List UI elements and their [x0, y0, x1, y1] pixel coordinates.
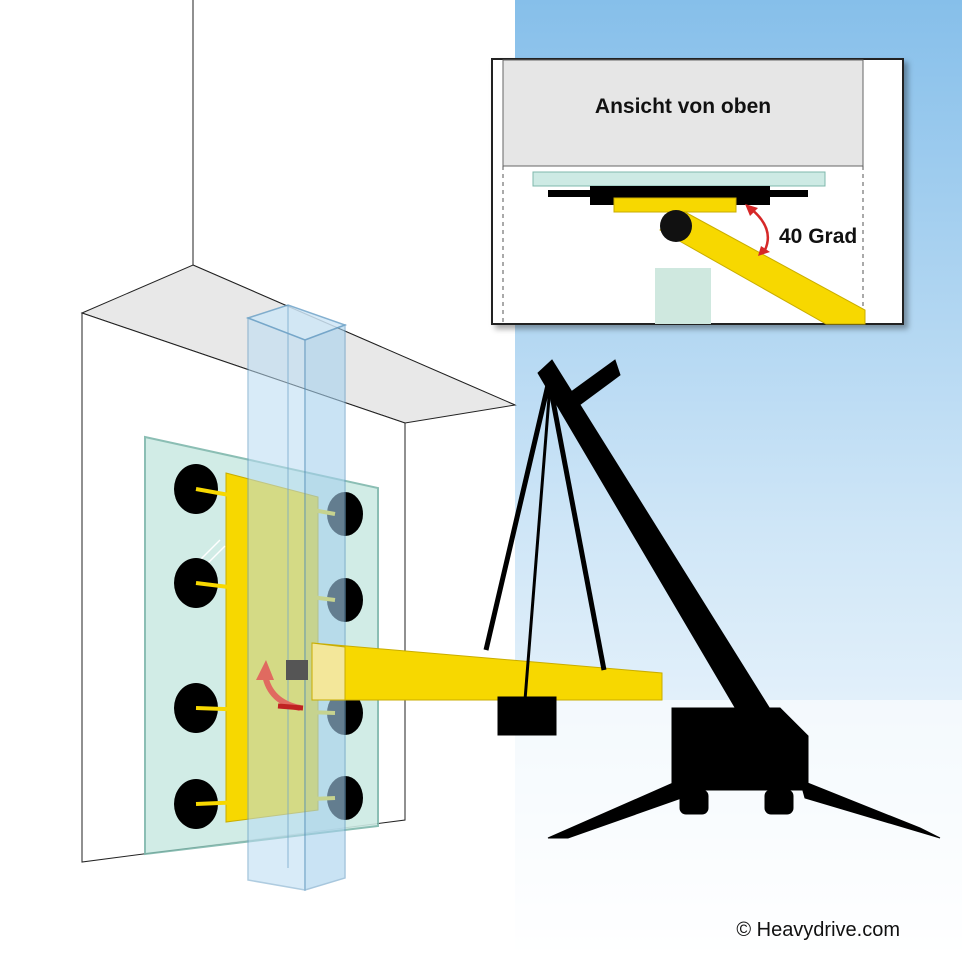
- mobile-crane-icon: [483, 359, 941, 839]
- glass-column: [245, 304, 348, 892]
- angle-label: 40 Grad: [779, 225, 857, 248]
- copyright-credit: © Heavydrive.com: [736, 919, 900, 941]
- inset-wall: [502, 59, 864, 167]
- inset-column: [655, 268, 711, 324]
- crane-boom-attachment: [286, 642, 663, 701]
- inset-glass: [532, 171, 826, 187]
- rotation-arrow-icon: [256, 660, 304, 711]
- inset-content: Ansicht von oben 40 Grad: [502, 59, 866, 325]
- inset-title: Ansicht von oben: [595, 95, 771, 118]
